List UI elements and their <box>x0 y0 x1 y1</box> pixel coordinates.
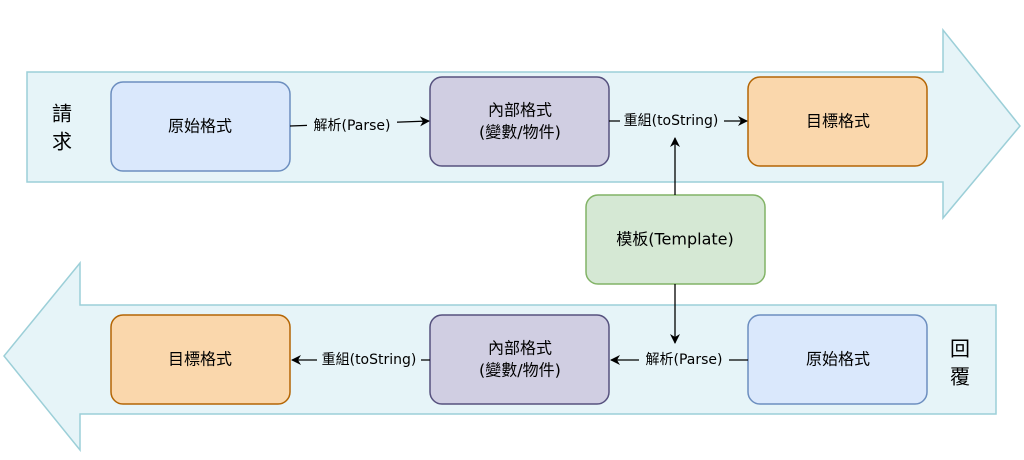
request-label-1: 請 <box>52 102 72 126</box>
request-source-box[interactable] <box>110 81 291 172</box>
request-internal-box[interactable] <box>429 76 610 167</box>
response-target-box[interactable] <box>110 314 291 405</box>
request-tostring-label-bg <box>620 111 724 131</box>
request-target-box[interactable] <box>747 76 928 167</box>
request-parse-label-bg <box>307 116 397 136</box>
request-target-label: 目標格式 <box>806 112 870 131</box>
response-parse-label: 解析(Parse) <box>646 352 723 368</box>
request-source-label: 原始格式 <box>168 117 232 136</box>
response-tostring-label: 重組(toString) <box>322 352 417 368</box>
response-label-1: 回 <box>950 337 970 361</box>
response-label-2: 覆 <box>950 365 970 389</box>
response-parse-label-bg <box>639 350 729 370</box>
request-label-2: 求 <box>52 130 72 154</box>
request-parse-label: 解析(Parse) <box>314 118 391 134</box>
request-internal-label-2: (變數/物件) <box>479 123 561 142</box>
request-internal-label-1: 內部格式 <box>488 101 552 120</box>
response-tostring-label-bg <box>317 350 421 370</box>
response-internal-label-2: (變數/物件) <box>479 361 561 380</box>
response-target-label: 目標格式 <box>168 350 232 369</box>
response-internal-box[interactable] <box>429 314 610 405</box>
response-source-label: 原始格式 <box>806 350 870 369</box>
template-label: 模板(Template) <box>616 230 734 249</box>
response-internal-label-1: 內部格式 <box>488 339 552 358</box>
request-tostring-label: 重組(toString) <box>624 113 719 129</box>
